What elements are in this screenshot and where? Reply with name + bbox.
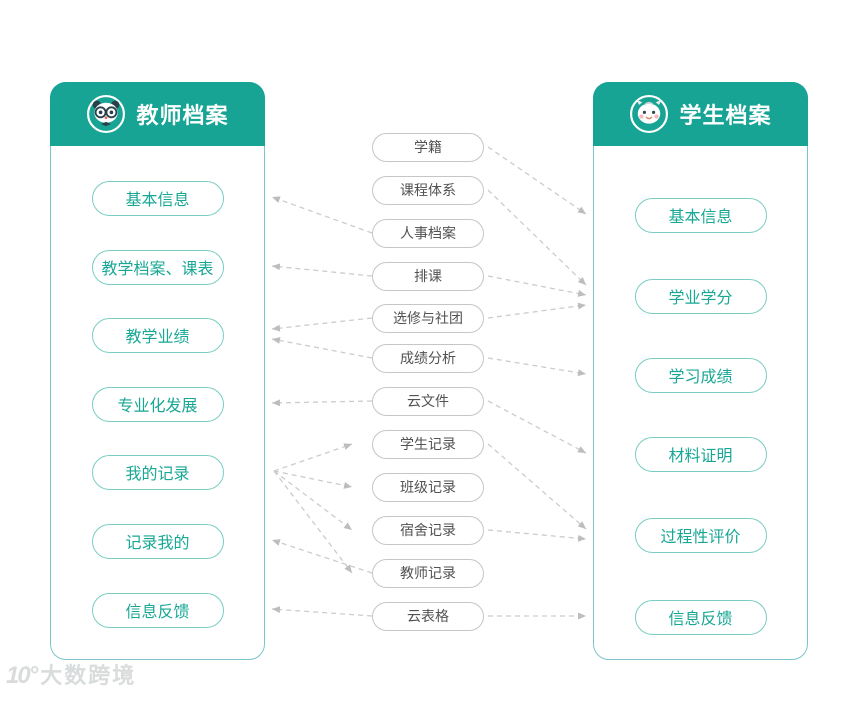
teacher-item-pill: 基本信息 bbox=[91, 180, 224, 216]
connection-arrow bbox=[271, 196, 373, 234]
student-item-pill: 学习成绩 bbox=[634, 357, 767, 393]
module-pill: 学籍 bbox=[372, 132, 484, 162]
connection-arrow bbox=[487, 357, 587, 377]
connection-arrow bbox=[487, 189, 587, 286]
panda-mascot-icon bbox=[87, 95, 126, 133]
teacher-archive-panel: 教师档案 基本信息教学档案、课表教学业绩专业化发展我的记录记录我的信息反馈 bbox=[50, 82, 265, 660]
module-pill: 选修与社团 bbox=[372, 303, 484, 333]
module-pill: 宿舍记录 bbox=[372, 515, 484, 545]
connection-arrow bbox=[273, 470, 353, 531]
student-archive-panel: 学生档案 基本信息学业学分学习成绩材料证明过程性评价信息反馈 bbox=[593, 82, 808, 660]
module-pill: 成绩分析 bbox=[372, 343, 484, 373]
module-pill: 学生记录 bbox=[372, 429, 484, 459]
student-item-pill: 过程性评价 bbox=[634, 517, 767, 553]
connection-arrow bbox=[271, 337, 373, 359]
connection-arrow bbox=[271, 606, 373, 617]
module-pill: 云文件 bbox=[372, 386, 484, 416]
connection-arrow bbox=[487, 400, 587, 454]
connection-arrow bbox=[273, 470, 353, 574]
calf-mascot-icon bbox=[630, 95, 669, 133]
student-item-pill: 信息反馈 bbox=[634, 599, 767, 635]
teacher-item-pill: 教学业绩 bbox=[91, 317, 224, 353]
connection-arrow bbox=[487, 302, 587, 319]
connection-arrow bbox=[273, 470, 353, 489]
connection-arrow bbox=[271, 539, 373, 574]
connection-arrow bbox=[271, 317, 373, 332]
watermark-logo: 10° bbox=[6, 662, 38, 689]
student-item-pill: 材料证明 bbox=[634, 436, 767, 472]
teacher-item-pill: 专业化发展 bbox=[91, 386, 224, 422]
teacher-item-pill: 我的记录 bbox=[91, 454, 224, 490]
watermark: 10° 大数跨境 bbox=[6, 658, 136, 690]
connection-arrow bbox=[487, 443, 587, 530]
student-item-pill: 基本信息 bbox=[634, 197, 767, 233]
module-pill: 人事档案 bbox=[372, 218, 484, 248]
student-panel-header: 学生档案 bbox=[593, 82, 808, 146]
teacher-item-pill: 信息反馈 bbox=[91, 592, 224, 628]
connection-arrow bbox=[487, 146, 587, 215]
connection-arrow bbox=[271, 399, 373, 407]
teacher-item-pill: 教学档案、课表 bbox=[91, 249, 224, 285]
module-pill: 排课 bbox=[372, 261, 484, 291]
module-pill: 教师记录 bbox=[372, 558, 484, 588]
module-pill: 班级记录 bbox=[372, 472, 484, 502]
teacher-item-pill: 记录我的 bbox=[91, 523, 224, 559]
student-panel-title: 学生档案 bbox=[679, 103, 772, 128]
module-pill: 课程体系 bbox=[372, 175, 484, 205]
student-item-pill: 学业学分 bbox=[634, 278, 767, 314]
connection-arrow bbox=[271, 263, 373, 277]
connection-arrow bbox=[487, 275, 587, 297]
watermark-text: 大数跨境 bbox=[40, 663, 137, 688]
teacher-panel-title: 教师档案 bbox=[136, 103, 229, 128]
teacher-panel-header: 教师档案 bbox=[50, 82, 265, 146]
connection-arrow bbox=[487, 529, 587, 542]
module-pill: 云表格 bbox=[372, 601, 484, 631]
connection-arrow bbox=[273, 443, 353, 472]
